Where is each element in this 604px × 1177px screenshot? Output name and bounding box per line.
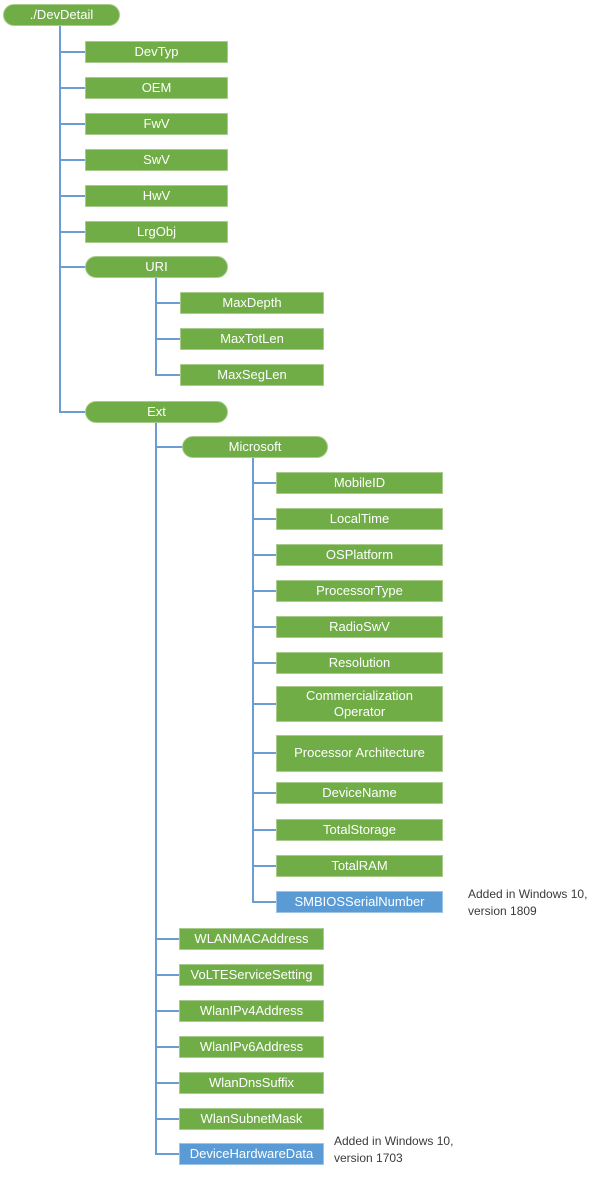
node-fwv: FwV (85, 113, 228, 135)
node-wlanipv4address: WlanIPv4Address (179, 1000, 324, 1022)
node-lrgobj: LrgObj (85, 221, 228, 243)
connector-line (253, 626, 276, 628)
connector-line (155, 423, 157, 1155)
connector-line (156, 1046, 180, 1048)
node-mobileid: MobileID (276, 472, 443, 494)
node-ext: Ext (85, 401, 228, 423)
connector-line (60, 231, 85, 233)
connector-line (60, 51, 85, 53)
connector-line (155, 278, 157, 376)
node-wlansubnetmask: WlanSubnetMask (179, 1108, 324, 1130)
connector-line (253, 792, 276, 794)
connector-line (253, 482, 276, 484)
connector-line (60, 123, 85, 125)
node-devdetail-root: ./DevDetail (3, 4, 120, 26)
connector-line (253, 752, 276, 754)
node-osplatform: OSPlatform (276, 544, 443, 566)
node-volteservicesetting: VoLTEServiceSetting (179, 964, 324, 986)
connector-line (60, 411, 85, 413)
connector-line (156, 446, 183, 448)
node-resolution: Resolution (276, 652, 443, 674)
connector-line (253, 554, 276, 556)
connector-line (253, 865, 276, 867)
node-wlandnssuffix: WlanDnsSuffix (179, 1072, 324, 1094)
connector-line (156, 374, 180, 376)
connector-line (60, 87, 85, 89)
node-commercialization-operator: Commercialization Operator (276, 686, 443, 722)
connector-line (59, 26, 61, 413)
node-localtime: LocalTime (276, 508, 443, 530)
node-devtyp: DevTyp (85, 41, 228, 63)
node-wlanmacaddress: WLANMACAddress (179, 928, 324, 950)
annotation-devicehardware-version: Added in Windows 10, version 1703 (334, 1134, 454, 1165)
node-wlanipv6address: WlanIPv6Address (179, 1036, 324, 1058)
node-totalram: TotalRAM (276, 855, 443, 877)
connector-line (156, 302, 180, 304)
connector-line (253, 518, 276, 520)
node-smbiosserialnumber: SMBIOSSerialNumber (276, 891, 443, 913)
node-totalstorage: TotalStorage (276, 819, 443, 841)
node-uri: URI (85, 256, 228, 278)
node-oem: OEM (85, 77, 228, 99)
node-maxdepth: MaxDepth (180, 292, 324, 314)
annotation-smbios-version: Added in Windows 10, version 1809 (468, 887, 588, 918)
node-maxtotlen: MaxTotLen (180, 328, 324, 350)
connector-line (156, 974, 180, 976)
connector-line (253, 829, 276, 831)
node-processor-architecture: Processor Architecture (276, 735, 443, 772)
node-devicehardwaredata: DeviceHardwareData (179, 1143, 324, 1165)
node-radioswv: RadioSwV (276, 616, 443, 638)
connector-line (60, 159, 85, 161)
node-microsoft: Microsoft (182, 436, 328, 458)
connector-line (156, 338, 180, 340)
connector-line (60, 195, 85, 197)
connector-line (156, 1082, 180, 1084)
connector-line (253, 662, 276, 664)
connector-line (156, 1153, 180, 1155)
connector-line (252, 458, 254, 903)
connector-line (253, 703, 276, 705)
connector-line (253, 590, 276, 592)
node-hwv: HwV (85, 185, 228, 207)
node-processortype: ProcessorType (276, 580, 443, 602)
node-devicename: DeviceName (276, 782, 443, 804)
connector-line (156, 1118, 180, 1120)
connector-line (60, 266, 85, 268)
connector-line (253, 901, 276, 903)
connector-line (156, 1010, 180, 1012)
node-maxseglen: MaxSegLen (180, 364, 324, 386)
node-swv: SwV (85, 149, 228, 171)
connector-line (156, 938, 180, 940)
